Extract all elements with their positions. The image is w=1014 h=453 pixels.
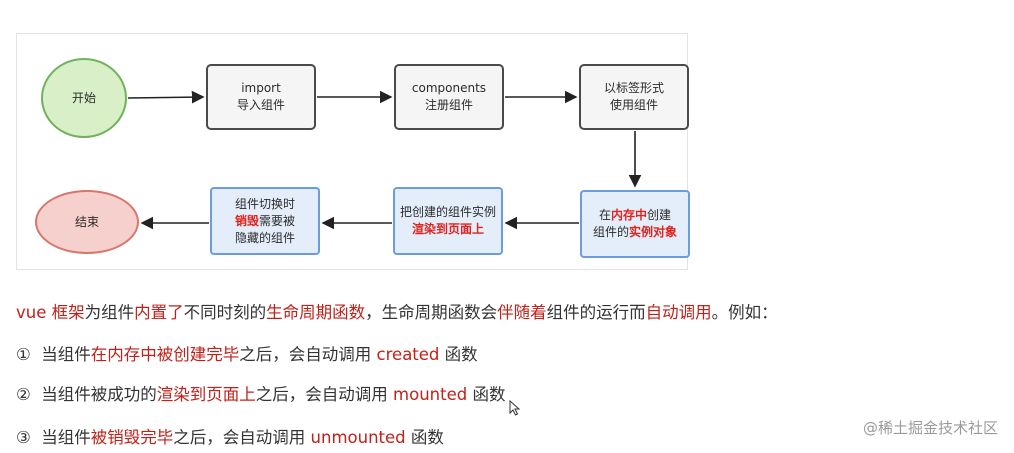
components-node: components 注册组件	[394, 64, 504, 130]
switch-line1: 组件切换时	[234, 196, 295, 211]
lifecycle-diagram: 开始 import 导入组件 components 注册组件 以标签形式 使用组…	[16, 33, 690, 270]
list-item-mounted: ② 当组件被成功的渲染到页面上之后，会自动调用 mounted 函数	[16, 385, 506, 404]
import-line2: 导入组件	[236, 98, 285, 112]
memory-line1: 在内存中创建	[598, 208, 672, 222]
render-line1: 把创建的组件实例	[399, 205, 496, 219]
tag-line2: 使用组件	[609, 98, 658, 112]
import-line1: import	[241, 81, 281, 95]
text-cursor-icon	[509, 400, 521, 416]
memory-line2: 组件的实例对象	[592, 225, 678, 239]
end-node: 结束	[35, 190, 139, 254]
render-node: 把创建的组件实例 渲染到页面上	[393, 187, 503, 255]
import-node: import 导入组件	[206, 64, 316, 130]
switch-line3: 隐藏的组件	[234, 230, 295, 245]
switch-destroy-node: 组件切换时 销毁需要被 隐藏的组件	[210, 187, 320, 255]
diagram-arrows	[127, 90, 642, 230]
start-label: 开始	[71, 90, 96, 105]
render-line2: 渲染到页面上	[411, 222, 484, 236]
list-item-unmounted: ③ 当组件被销毁完毕之后，会自动调用 unmounted 函数	[16, 428, 444, 447]
arrow-start-import	[127, 90, 205, 104]
end-label: 结束	[74, 214, 99, 229]
start-node: 开始	[41, 58, 127, 138]
list-item-created: ① 当组件在内存中被创建完毕之后，会自动调用 created 函数	[16, 345, 478, 364]
tag-line1: 以标签形式	[603, 81, 664, 95]
components-line1: components	[411, 81, 487, 95]
intro-paragraph: vue 框架为组件内置了不同时刻的生命周期函数，生命周期函数会伴随着组件的运行而…	[16, 303, 778, 322]
memory-instance-node: 在内存中创建 组件的实例对象	[580, 190, 690, 258]
watermark: @稀土掘金技术社区	[862, 419, 998, 437]
tag-usage-node: 以标签形式 使用组件	[579, 64, 689, 130]
switch-line2: 销毁需要被	[234, 213, 296, 228]
components-line2: 注册组件	[424, 98, 473, 112]
